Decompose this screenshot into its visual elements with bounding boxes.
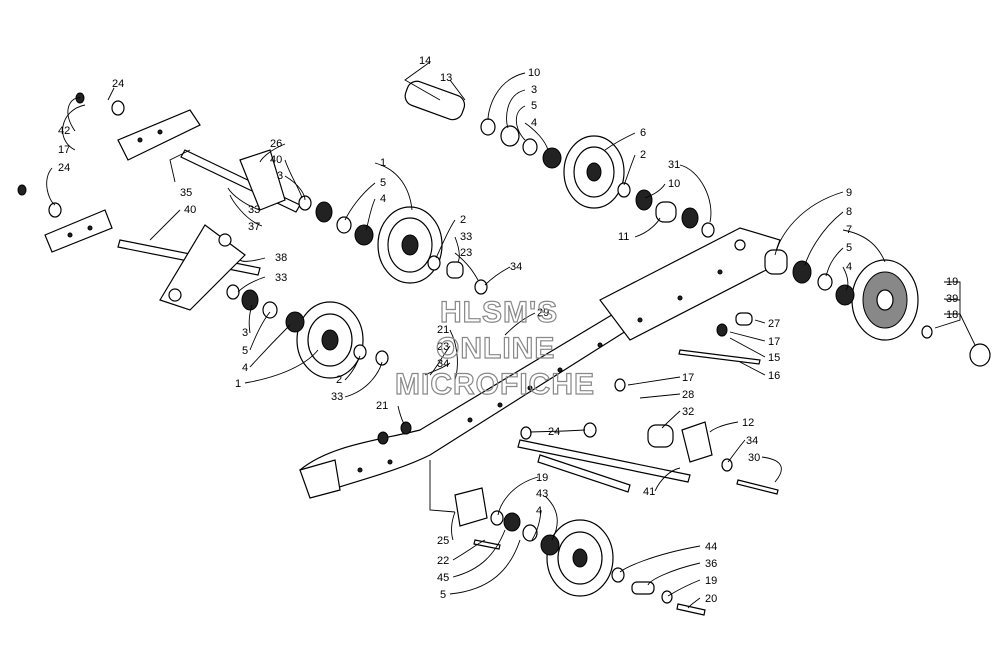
- callout-10: 10: [668, 178, 680, 190]
- callout-35: 35: [180, 187, 192, 199]
- callout-34: 34: [746, 435, 758, 447]
- callout-40: 40: [184, 204, 196, 216]
- callout-44: 44: [705, 541, 717, 553]
- slide-rail: [298, 227, 781, 499]
- callout-33: 33: [460, 231, 472, 243]
- callout-30: 30: [748, 452, 760, 464]
- callout-31: 31: [668, 159, 680, 171]
- callout-4: 4: [242, 362, 248, 374]
- callout-labels: 14 13 10 3 5 4 6 2 31 10 11 24 42 17 24 …: [58, 55, 958, 605]
- callout-24: 24: [112, 78, 124, 90]
- callout-20: 20: [705, 593, 717, 605]
- callout-1: 1: [235, 378, 241, 390]
- callout-2: 2: [336, 374, 342, 386]
- callout-40: 40: [270, 154, 282, 166]
- callout-28: 28: [682, 389, 694, 401]
- callout-4: 4: [536, 505, 542, 517]
- callout-19: 19: [705, 575, 717, 587]
- callout-2: 2: [460, 214, 466, 226]
- bearings-and-washers: [17, 92, 991, 616]
- callout-25: 25: [437, 535, 449, 547]
- callout-10: 10: [528, 67, 540, 79]
- idler-wheel-bottom: [546, 519, 614, 597]
- callout-8: 8: [846, 206, 852, 218]
- callout-39: 39: [946, 293, 958, 305]
- idler-wheel-upper-left: [377, 206, 443, 284]
- callout-34: 34: [437, 358, 449, 370]
- callout-14: 14: [419, 55, 431, 67]
- callout-4: 4: [846, 261, 852, 273]
- callout-33: 33: [331, 391, 343, 403]
- callout-17: 17: [682, 372, 694, 384]
- callout-17: 17: [768, 336, 780, 348]
- callout-6: 6: [640, 127, 646, 139]
- callout-1: 1: [380, 157, 386, 169]
- callout-22: 22: [437, 555, 449, 567]
- callout-leaders: [46, 61, 976, 609]
- left-rail-brackets: [44, 109, 201, 253]
- callout-21: 21: [437, 324, 449, 336]
- callout-5: 5: [242, 345, 248, 357]
- callout-38: 38: [275, 252, 287, 264]
- idler-wheel-lower-left: [296, 301, 364, 379]
- callout-5: 5: [531, 100, 537, 112]
- callout-24: 24: [548, 426, 560, 438]
- callout-36: 36: [705, 558, 717, 570]
- callout-45: 45: [437, 572, 449, 584]
- callout-2: 2: [640, 149, 646, 161]
- callout-16: 16: [768, 370, 780, 382]
- callout-4: 4: [380, 193, 386, 205]
- callout-18: 18: [946, 309, 958, 321]
- callout-34: 34: [510, 261, 522, 273]
- suspension-arm: [159, 149, 286, 311]
- callout-5: 5: [440, 589, 446, 601]
- callout-32: 32: [682, 406, 694, 418]
- callout-33: 33: [275, 272, 287, 284]
- callout-42: 42: [58, 125, 70, 137]
- watermark: HLSM'S ONLINE MICROFICHE: [394, 295, 595, 401]
- callout-15: 15: [768, 352, 780, 364]
- rear-sprocket-wheel: [851, 259, 919, 341]
- callout-3: 3: [242, 327, 248, 339]
- callout-13: 13: [440, 72, 452, 84]
- callout-11: 11: [618, 231, 629, 243]
- callout-27: 27: [768, 318, 780, 330]
- callout-5: 5: [846, 242, 852, 254]
- callout-37: 37: [248, 221, 260, 233]
- callout-29: 29: [537, 307, 549, 319]
- callout-4: 4: [531, 117, 537, 129]
- callout-12: 12: [742, 417, 754, 429]
- callout-23: 23: [437, 341, 449, 353]
- callout-24: 24: [58, 162, 70, 174]
- callout-7: 7: [846, 224, 852, 236]
- watermark-line-1: HLSM'S: [440, 296, 558, 329]
- callout-43: 43: [536, 488, 548, 500]
- callout-17: 17: [58, 144, 70, 156]
- callout-5: 5: [380, 177, 386, 189]
- idler-wheel-top: [563, 135, 625, 209]
- callout-3: 3: [277, 170, 283, 182]
- callout-19: 19: [536, 472, 548, 484]
- callout-3: 3: [531, 84, 537, 96]
- watermark-line-3: MICROFICHE: [395, 368, 595, 401]
- callout-41: 41: [643, 486, 655, 498]
- callout-23: 23: [460, 247, 472, 259]
- watermark-line-2: ONLINE: [436, 332, 555, 365]
- callout-21: 21: [376, 400, 388, 412]
- callout-26: 26: [270, 138, 282, 150]
- callout-33: 33: [248, 204, 260, 216]
- callout-19: 19: [946, 276, 958, 288]
- callout-9: 9: [846, 187, 852, 199]
